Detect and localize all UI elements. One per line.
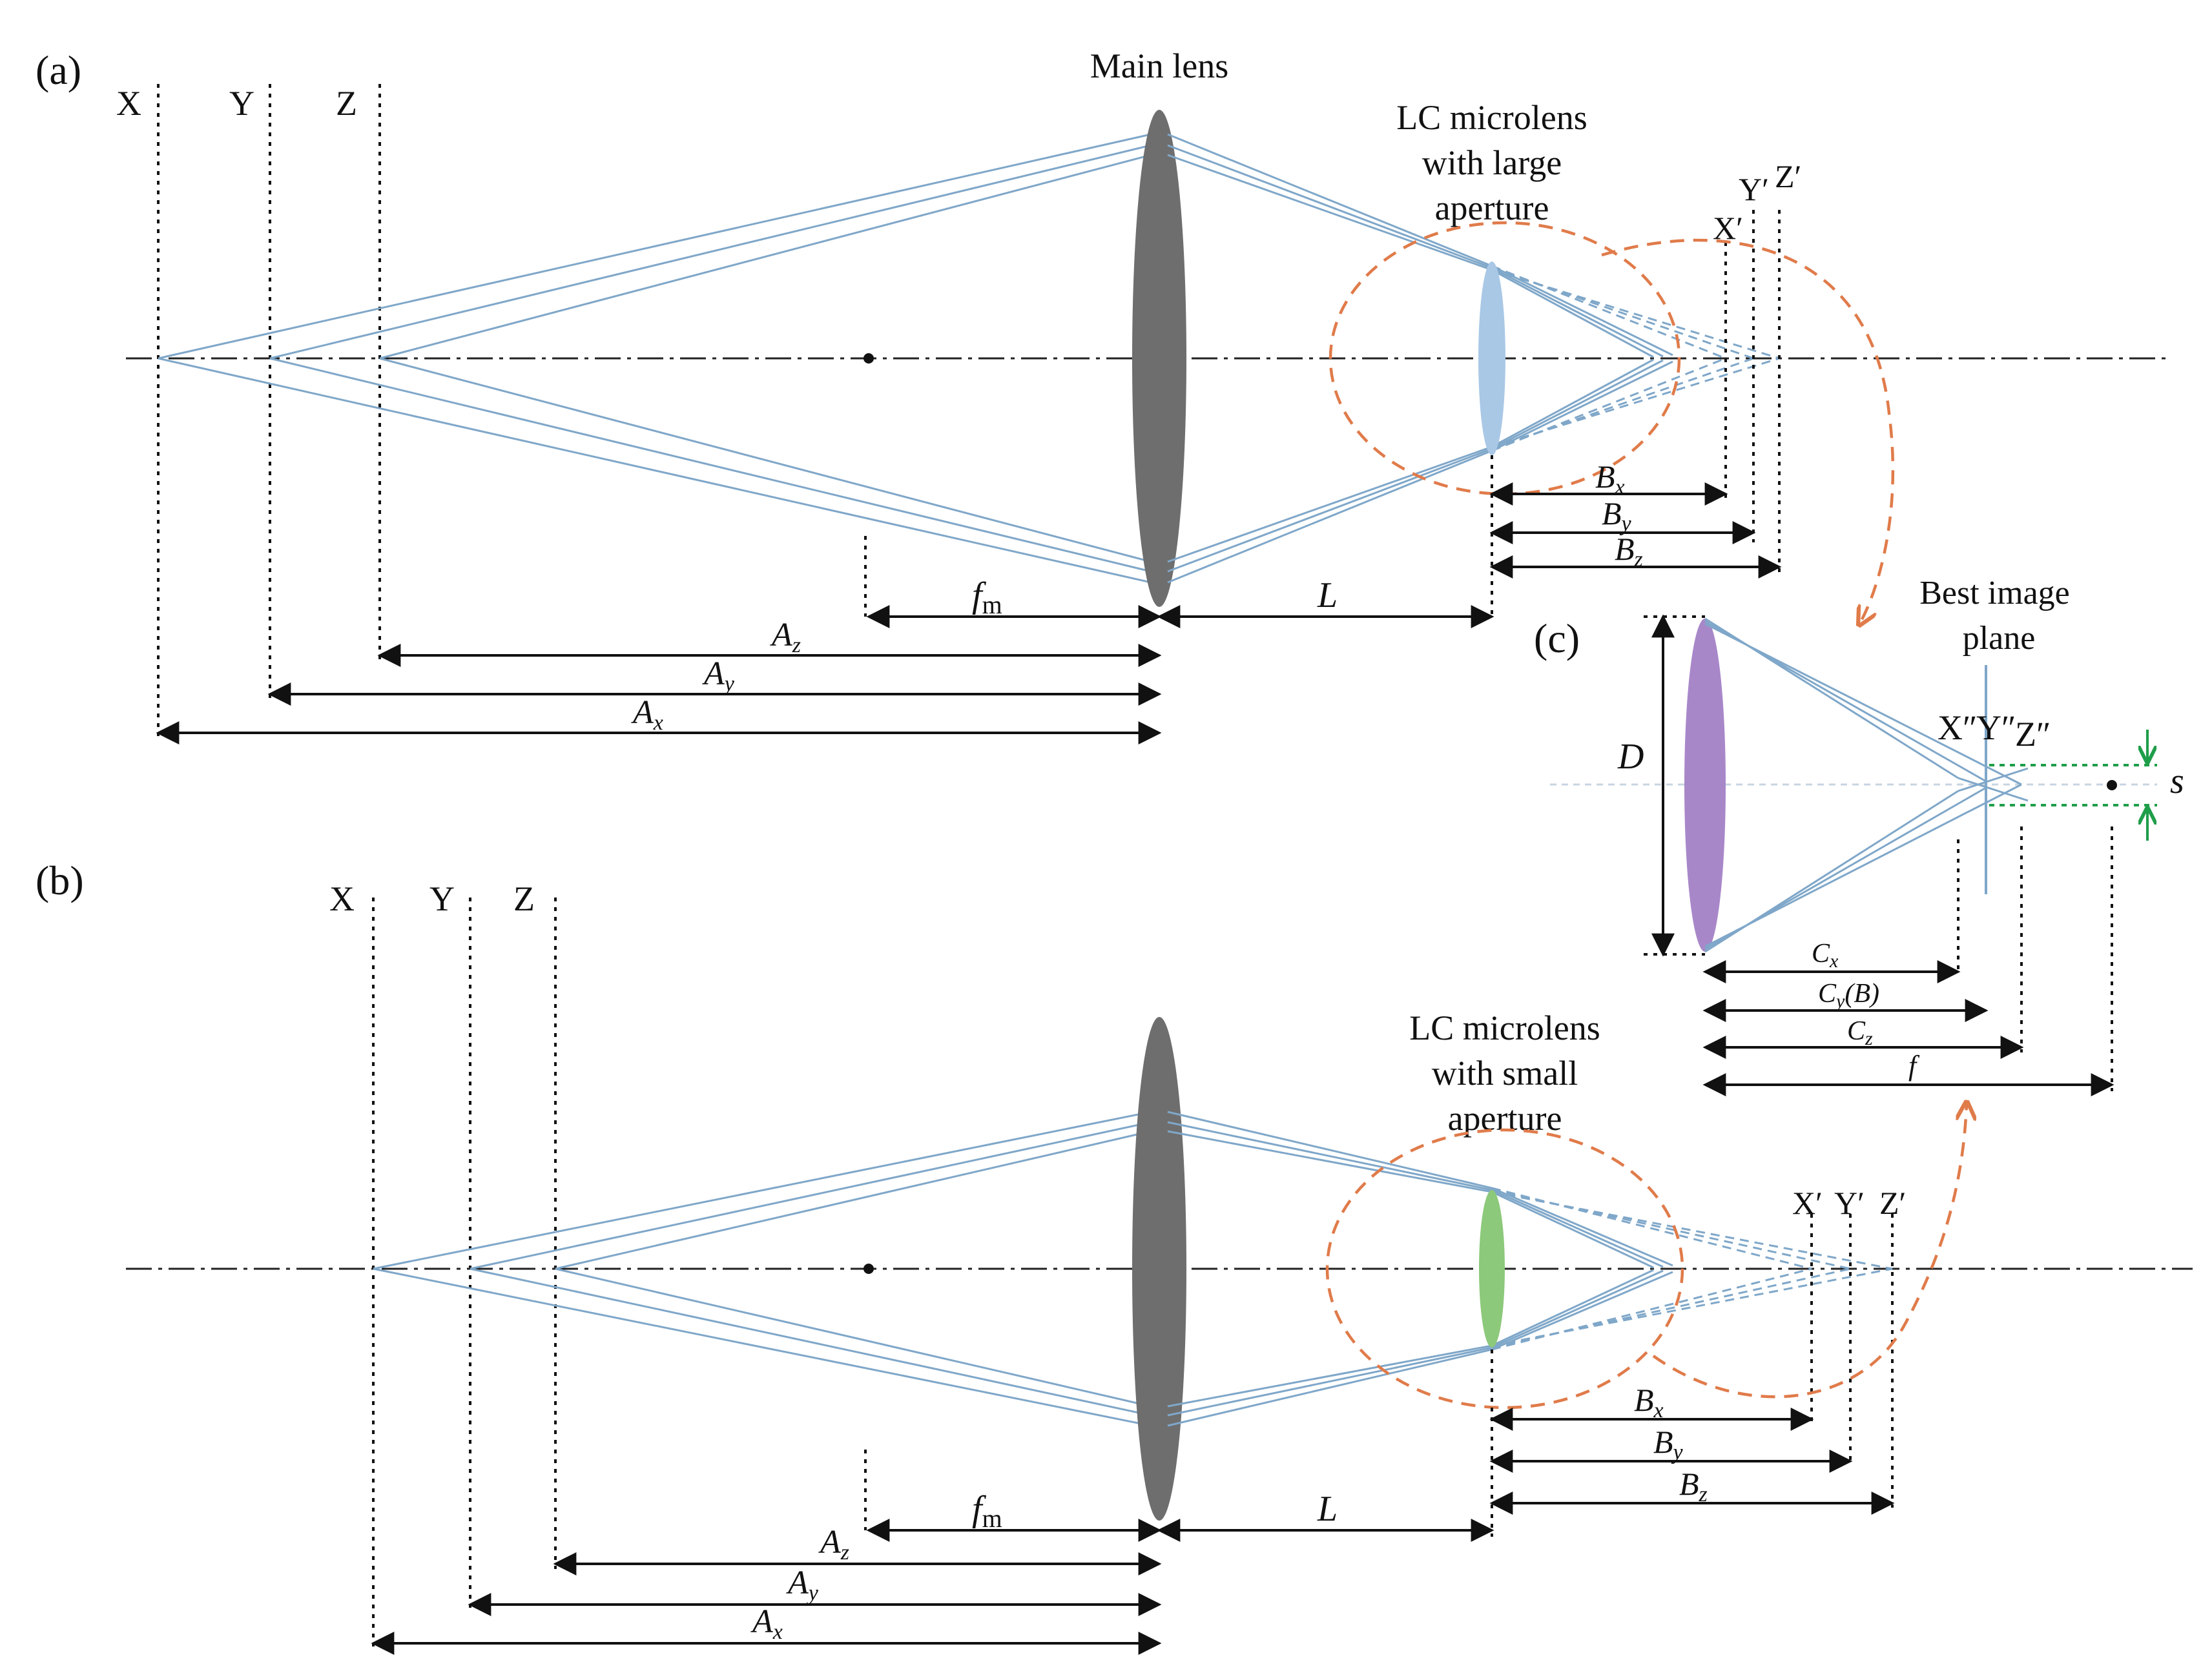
object-label-z: Z [336, 84, 357, 123]
dim-label-bx-a: Bx [1595, 458, 1625, 499]
panel-b-tag: (b) [36, 857, 84, 903]
callout-circle-b [1325, 1128, 1684, 1410]
image-label-z-prime: Z′ [1775, 158, 1801, 194]
svg-text:aperture: aperture [1448, 1099, 1562, 1138]
object-label-y-b: Y [429, 879, 455, 918]
dim-label-az-b: Az [818, 1524, 849, 1565]
panel-c: (c) Best image plane D X″ Y″ Z″ [1534, 575, 2184, 1096]
object-label-z-b: Z [513, 879, 535, 918]
dim-label-cz: Cz [1847, 1016, 1873, 1049]
image-planes-b: X′ Y′ Z′ [1792, 1185, 1906, 1508]
aperture-label: D [1617, 737, 1644, 777]
object-label-x: X [116, 84, 141, 123]
image-planes-a: X′ Y′ Z′ [1713, 158, 1801, 578]
panel-c-tag: (c) [1534, 615, 1580, 661]
rays-object-side-b [373, 1111, 1152, 1427]
image-label-y-double-prime: Y″ [1976, 708, 2016, 747]
dim-label-bz-a: Bz [1615, 531, 1643, 571]
a-dims-b: fm L Az Ay Ax [371, 1489, 1494, 1655]
microlens-label-b: LC microlens with small aperture [1409, 1009, 1600, 1138]
dim-label-l-b: L [1317, 1489, 1338, 1529]
lc-microlens-large-aperture [1478, 262, 1505, 455]
b-dims-a: Bx By Bz [1489, 455, 1782, 620]
dim-label-fm-b: fm [972, 1489, 1002, 1533]
a-dims-a: fm L Az Ay Ax [156, 575, 1494, 744]
dim-label-ay-a: Ay [702, 655, 735, 696]
object-label-y: Y [229, 84, 254, 123]
lc-microlens-detail [1684, 619, 1726, 952]
dim-label-az-a: Az [770, 617, 801, 657]
dim-label-ay-b: Ay [786, 1565, 819, 1605]
rays-image-side-b [1167, 1111, 1893, 1427]
image-label-x-prime-b: X′ [1792, 1185, 1823, 1221]
image-label-x-double-prime: X″ [1938, 708, 1978, 747]
callout-arrow-a [1601, 238, 1895, 623]
svg-text:LC microlens: LC microlens [1396, 98, 1587, 137]
best-image-plane-label: Best image plane [1919, 575, 2078, 657]
panel-b: (b) X Y Z [36, 857, 2193, 1655]
b-dims-b: Bx By Bz [1489, 1349, 1895, 1537]
c-dims: Cx Cy(B) Cz f [1702, 826, 2114, 1096]
dim-label-by-a: By [1602, 495, 1632, 536]
main-lens-label: Main lens [1090, 46, 1228, 85]
dim-label-fm-a: fm [972, 575, 1002, 619]
focal-point-a [863, 353, 874, 364]
rays-c [1704, 617, 2029, 953]
main-lens-b [1132, 1017, 1186, 1521]
image-label-y-prime-b: Y′ [1834, 1185, 1865, 1221]
main-lens-a [1132, 110, 1186, 607]
focal-point-b [863, 1264, 874, 1274]
object-label-x-b: X [329, 879, 355, 918]
dim-label-cx: Cx [1812, 939, 1839, 972]
svg-text:aperture: aperture [1435, 189, 1549, 227]
panel-a-tag: (a) [36, 47, 81, 93]
svg-text:with small: with small [1432, 1054, 1578, 1093]
microlens-label-a: LC microlens with large aperture [1396, 98, 1587, 227]
dim-label-cy: Cy(B) [1818, 979, 1879, 1012]
rays-object-side-a [158, 133, 1152, 584]
dim-label-by-b: By [1653, 1424, 1684, 1464]
dim-label-l-a: L [1317, 575, 1338, 615]
svg-text:with large: with large [1422, 143, 1562, 182]
image-label-z-double-prime: Z″ [2015, 715, 2051, 754]
spot-size-label: s [2170, 761, 2184, 801]
dim-label-ax-b: Ax [750, 1603, 783, 1644]
svg-text:LC microlens: LC microlens [1409, 1009, 1600, 1047]
focal-point-c [2107, 780, 2117, 790]
panel-a: (a) X Y Z Main lens [36, 46, 2170, 744]
object-planes-a: X Y Z [116, 84, 381, 736]
callout-arrow-b [1652, 1104, 1967, 1399]
dim-label-ax-a: Ax [631, 694, 663, 735]
lc-microlens-small-aperture [1479, 1190, 1505, 1348]
rays-image-side-a [1167, 133, 1780, 584]
image-label-z-prime-b: Z′ [1879, 1185, 1906, 1221]
image-label-y-prime: Y′ [1739, 171, 1769, 207]
dim-label-f: f [1908, 1050, 1920, 1082]
object-planes-b: X Y Z [329, 879, 557, 1647]
dim-label-bx-b: Bx [1634, 1382, 1664, 1422]
dim-label-bz-b: Bz [1679, 1466, 1708, 1506]
